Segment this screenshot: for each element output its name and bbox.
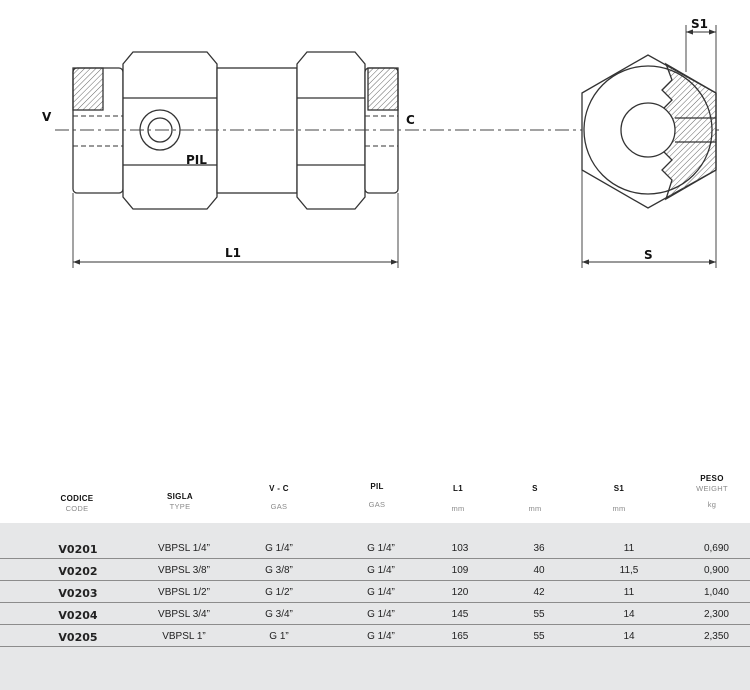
cell-code: V0204 <box>58 609 98 622</box>
cell-code: V0201 <box>58 543 98 556</box>
cell-vc: G 3/8” <box>265 565 293 576</box>
cell-weight: 2,300 <box>703 609 729 620</box>
table-row: V0202 VBPSL 3/8” G 3/8” G 1/4” 109 40 11,5 0,90… <box>0 562 750 581</box>
label-c: C <box>406 113 415 127</box>
cell-s: 42 <box>533 587 545 598</box>
cell-s: 40 <box>533 565 545 576</box>
cell-l1: 120 <box>451 587 469 598</box>
table-body <box>0 523 750 690</box>
label-v: V <box>42 110 52 124</box>
header-s-title: S <box>532 484 538 493</box>
cell-pil: G 1/4” <box>367 609 395 620</box>
cell-vc: G 1” <box>269 631 289 642</box>
header-type-sub: TYPE <box>169 502 191 511</box>
cell-s: 36 <box>533 543 545 554</box>
side-view <box>72 51 399 210</box>
cell-weight: 1,040 <box>703 587 729 598</box>
header-weight-sub: WEIGHT <box>696 484 728 493</box>
header-l1-sub: mm <box>451 504 465 513</box>
header-weight: PESO WEIGHT kg <box>672 474 750 509</box>
header-vc-title: V - C <box>269 484 289 493</box>
header-weight-unit: kg <box>707 500 717 509</box>
cell-pil: G 1/4” <box>367 631 395 642</box>
table-row: V0201 VBPSL 1/4” G 1/4” G 1/4” 103 36 11 0,690 <box>0 540 750 559</box>
header-s: S mm <box>495 484 575 513</box>
cell-s: 55 <box>533 609 545 620</box>
cell-type: VBPSL 1/4” <box>158 543 210 554</box>
cell-s1: 14 <box>623 631 635 642</box>
cell-vc: G 3/4” <box>265 609 293 620</box>
table-row: V0205 VBPSL 1” G 1” G 1/4” 165 55 14 2,350 <box>0 628 750 647</box>
cell-weight: 0,900 <box>703 565 729 576</box>
header-s1-sub: mm <box>612 504 626 513</box>
cell-s1: 11 <box>623 587 635 598</box>
header-pil-sub: GAS <box>368 500 386 509</box>
label-s: S <box>644 248 653 262</box>
cell-weight: 0,690 <box>703 543 729 554</box>
cell-pil: G 1/4” <box>367 543 395 554</box>
header-type: SIGLA TYPE <box>140 492 220 511</box>
header-type-title: SIGLA <box>167 492 193 501</box>
cell-type: VBPSL 3/4” <box>158 609 210 620</box>
cell-type: VBPSL 1” <box>162 631 206 642</box>
cell-pil: G 1/4” <box>367 565 395 576</box>
header-vc-sub: GAS <box>270 502 288 511</box>
valve-technical-drawing: V C PIL L1 S S1 <box>42 17 720 268</box>
cell-pil: G 1/4” <box>367 587 395 598</box>
cell-s1: 14 <box>623 609 635 620</box>
cell-l1: 165 <box>451 631 469 642</box>
cell-vc: G 1/4” <box>265 543 293 554</box>
cell-l1: 145 <box>451 609 469 620</box>
header-code-sub: CODE <box>65 504 89 513</box>
label-s1: S1 <box>691 17 708 31</box>
cell-code: V0202 <box>58 565 98 578</box>
label-l1: L1 <box>225 246 241 260</box>
cell-s1: 11,5 <box>619 565 639 576</box>
header-weight-title: PESO <box>700 474 724 483</box>
end-view <box>581 54 717 209</box>
table-row: V0203 VBPSL 1/2” G 1/2” G 1/4” 120 42 11 1,040 <box>0 584 750 603</box>
label-pil: PIL <box>186 153 207 167</box>
header-s-sub: mm <box>528 504 542 513</box>
header-pil-title: PIL <box>370 482 384 491</box>
cell-l1: 109 <box>451 565 469 576</box>
cell-s: 55 <box>533 631 545 642</box>
cell-l1: 103 <box>451 543 469 554</box>
cell-type: VBPSL 1/2” <box>158 587 210 598</box>
header-code-title: CODICE <box>60 494 94 503</box>
cell-s1: 11 <box>623 543 635 554</box>
table-row: V0204 VBPSL 3/4” G 3/4” G 1/4” 145 55 14 2,300 <box>0 606 750 625</box>
cell-weight: 2,350 <box>703 631 729 642</box>
header-pil: PIL GAS <box>337 482 417 509</box>
header-vc: V - C GAS <box>239 484 319 511</box>
header-l1-title: L1 <box>453 484 463 493</box>
cell-vc: G 1/2” <box>265 587 293 598</box>
header-s1: S1 mm <box>579 484 659 513</box>
cell-code: V0205 <box>58 631 98 644</box>
cell-type: VBPSL 3/8” <box>158 565 210 576</box>
header-s1-title: S1 <box>613 484 625 493</box>
dimension-lines <box>72 25 717 268</box>
header-l1: L1 mm <box>418 484 498 513</box>
cell-code: V0203 <box>58 587 98 600</box>
header-code: CODICE CODE <box>37 494 117 513</box>
